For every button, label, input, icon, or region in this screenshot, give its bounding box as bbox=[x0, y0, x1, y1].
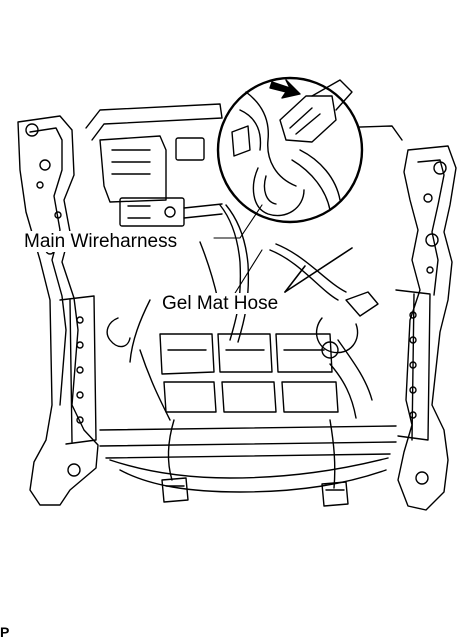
detail-callout bbox=[216, 76, 364, 293]
figure-code-label: P bbox=[0, 624, 10, 640]
left-side-frame bbox=[17, 115, 99, 506]
leader-lines bbox=[213, 204, 263, 299]
center-harness bbox=[106, 204, 347, 363]
right-side-frame bbox=[397, 145, 457, 511]
arrow-icon bbox=[269, 79, 301, 99]
lower-frame bbox=[99, 349, 397, 493]
bottom-clips bbox=[161, 477, 349, 507]
right-rail bbox=[395, 289, 431, 441]
gel-mat-hose-clamp bbox=[315, 291, 379, 419]
top-frame bbox=[85, 103, 403, 203]
main-wireharness-label: Main Wireharness bbox=[22, 231, 180, 252]
gel-mat-hose-label: Gel Mat Hose bbox=[160, 293, 281, 314]
left-rail bbox=[59, 295, 97, 445]
gel-mat-panels bbox=[159, 333, 339, 413]
main-wireharness-connector bbox=[119, 197, 223, 227]
